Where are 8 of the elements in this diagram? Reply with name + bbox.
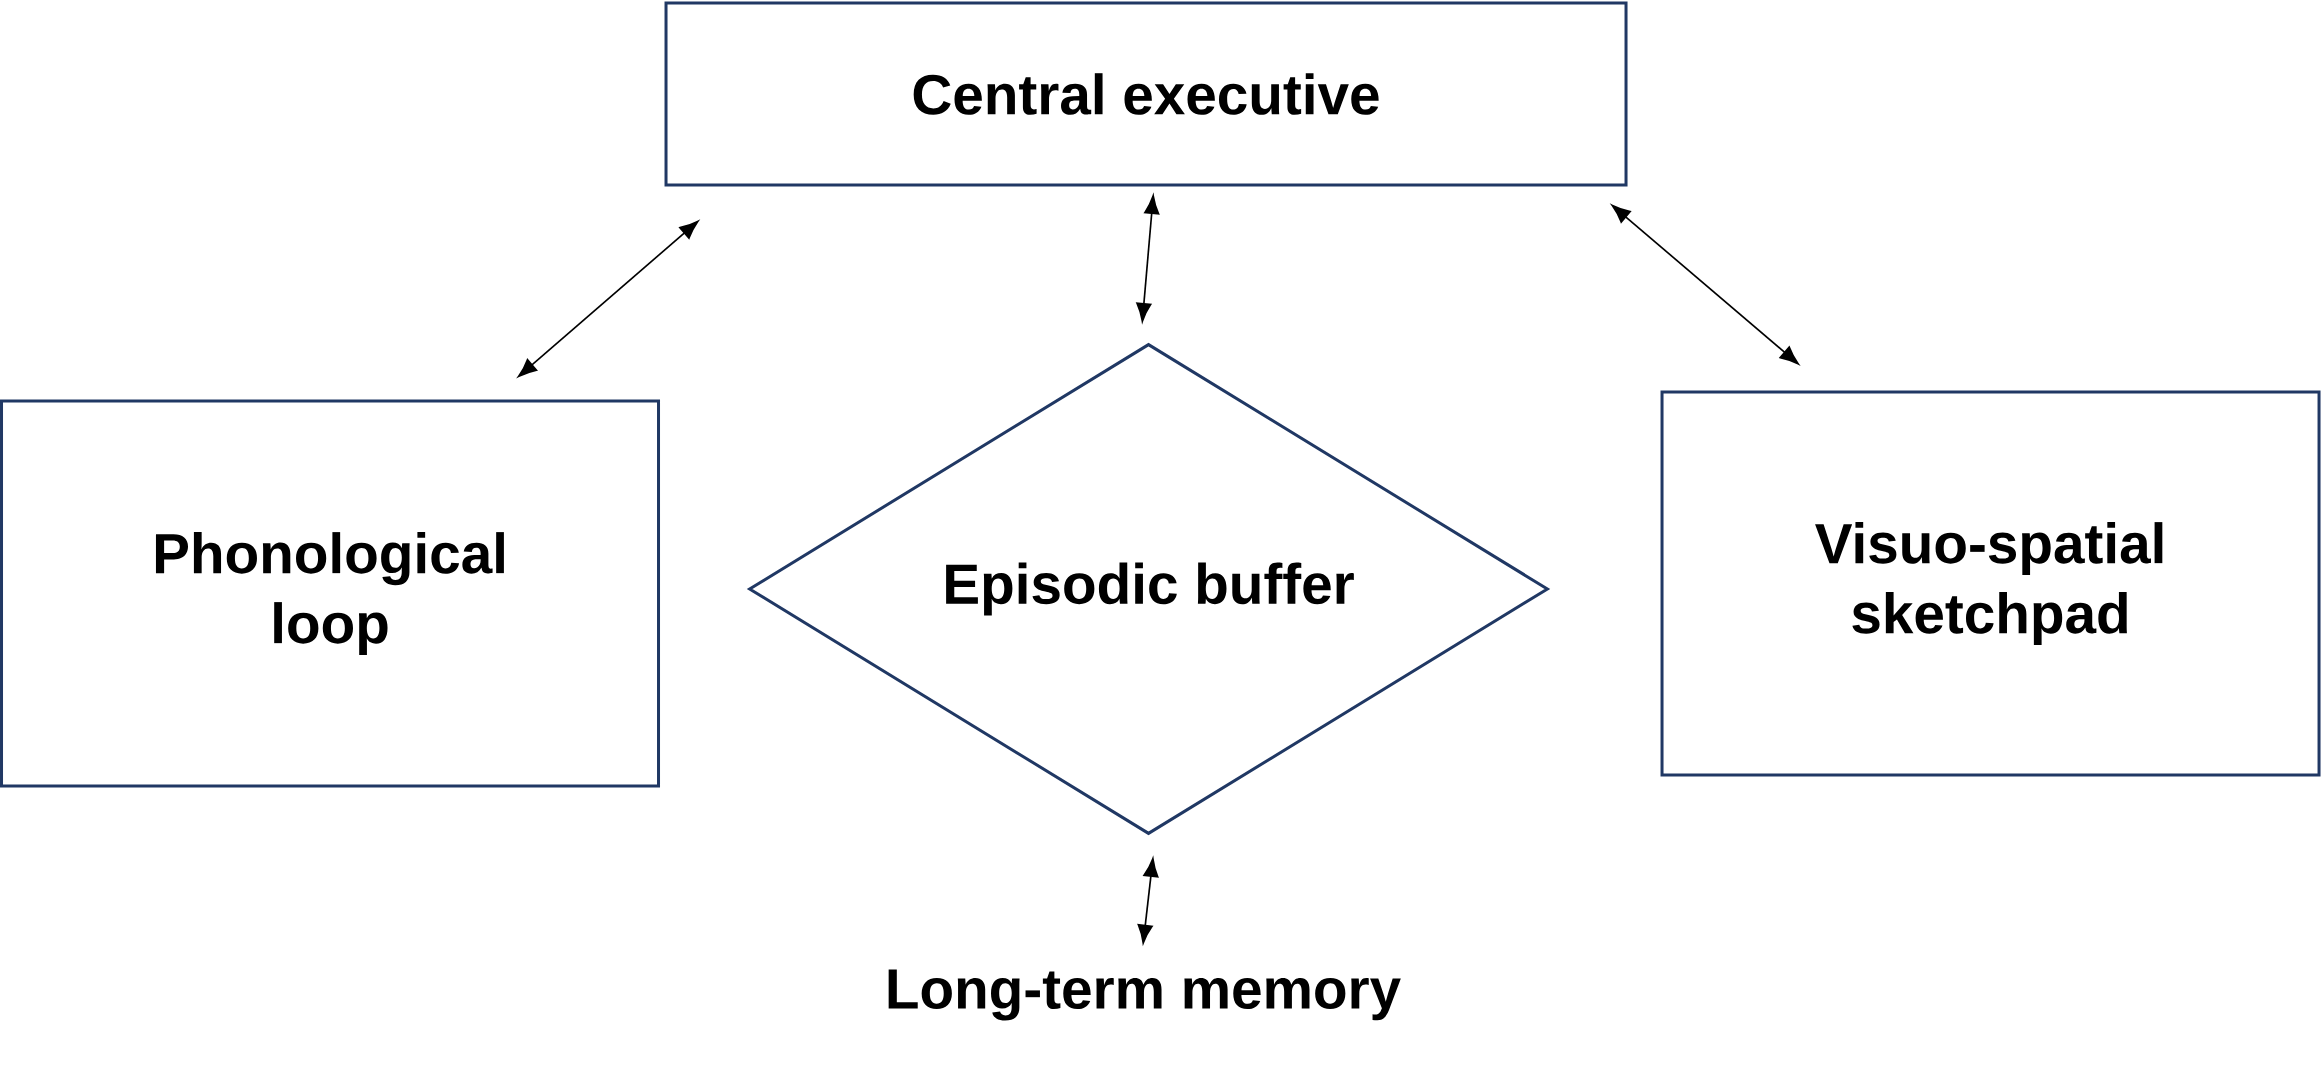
process-box: Central executive: [664, 1, 1628, 187]
node-label: Long-term memory: [888, 969, 1401, 1021]
process-box: Phonological loop: [0, 399, 660, 788]
process-box: Visuo-spatial sketchpad: [1660, 390, 2321, 777]
double-arrow: [517, 220, 699, 378]
double-arrow: [1136, 194, 1160, 323]
double-arrow: [1611, 204, 1799, 365]
double-arrow: [1137, 857, 1159, 944]
